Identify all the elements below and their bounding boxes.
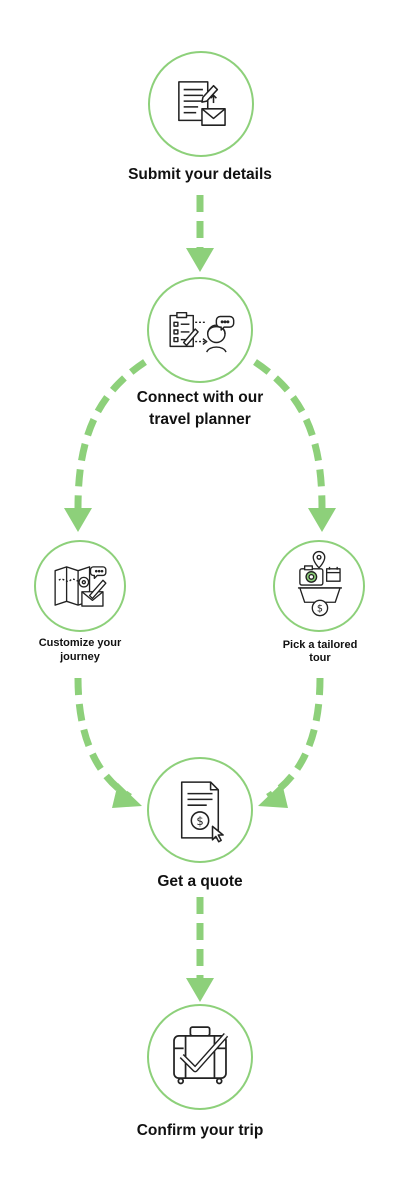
step-quote: $ Get a quote bbox=[0, 740, 400, 900]
step-customize: Customize your journey bbox=[0, 530, 170, 670]
camera-basket-icon: $ bbox=[297, 550, 342, 617]
step-pick-label-line2: tour bbox=[309, 652, 331, 664]
svg-text:$: $ bbox=[196, 814, 203, 828]
step-connect-label-line2: travel planner bbox=[149, 411, 251, 428]
arrowhead-customize bbox=[64, 508, 92, 532]
arrowhead-connect bbox=[186, 248, 214, 272]
step-confirm-label: Confirm your trip bbox=[136, 1122, 264, 1139]
step-confirm-circle bbox=[147, 1004, 253, 1110]
step-connect: Connect with our travel planner bbox=[0, 260, 400, 440]
step-submit: Submit your details bbox=[0, 0, 400, 200]
step-connect-circle bbox=[147, 277, 253, 383]
step-pick-label-line1: Pick a tailored bbox=[282, 639, 358, 651]
clipboard-agent-icon bbox=[169, 311, 235, 353]
step-confirm: Confirm your trip bbox=[0, 1000, 400, 1160]
step-pick: $ Pick a tailored tour bbox=[240, 530, 400, 670]
step-quote-label: Get a quote bbox=[157, 873, 243, 890]
svg-text:$: $ bbox=[317, 603, 323, 614]
arrowhead-confirm bbox=[186, 978, 214, 1002]
suitcase-check-icon bbox=[173, 1026, 229, 1085]
step-connect-label-line1: Connect with our bbox=[136, 389, 264, 406]
invoice-dollar-icon: $ bbox=[180, 781, 224, 843]
step-customize-label-line1: Customize your bbox=[38, 637, 122, 649]
step-customize-label-line2: journey bbox=[60, 651, 100, 663]
step-submit-label: Submit your details bbox=[128, 166, 272, 183]
arrow-connect-to-pick bbox=[253, 359, 326, 509]
step-submit-circle bbox=[148, 51, 254, 157]
arrow-connect-to-customize bbox=[74, 359, 147, 509]
step-customize-circle bbox=[34, 540, 126, 632]
step-quote-circle: $ bbox=[147, 757, 253, 863]
map-pen-icon bbox=[54, 566, 107, 607]
arrowhead-quote-right bbox=[258, 783, 288, 808]
arrowhead-quote-left bbox=[112, 783, 142, 808]
arrowhead-pick bbox=[308, 508, 336, 532]
step-pick-circle: $ bbox=[273, 540, 365, 632]
document-envelope-icon bbox=[178, 81, 226, 126]
